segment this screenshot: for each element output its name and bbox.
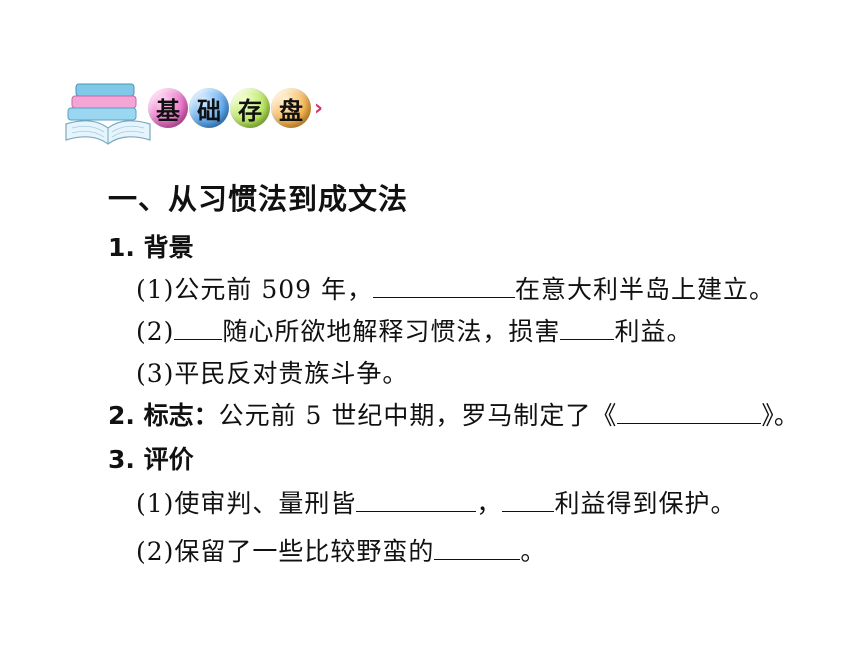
badge-pan: 盘 bbox=[271, 88, 311, 128]
evaluation-item-2: (2)保留了一些比较野蛮的 。 bbox=[136, 532, 546, 568]
fill-blank bbox=[174, 319, 223, 340]
fill-blank bbox=[560, 319, 615, 340]
background-item-2: (2) 随心所欲地解释习惯法，损害 利益。 bbox=[136, 312, 692, 348]
background-item-3: (3)平民反对贵族斗争。 bbox=[136, 359, 409, 388]
evaluation-item-1-post: 利益得到保护。 bbox=[554, 489, 737, 518]
section-header: 基 础 存 盘 › bbox=[62, 78, 342, 158]
evaluation-item-1: (1)使审判、量刑皆 ， 利益得到保护。 bbox=[136, 484, 736, 520]
fill-blank bbox=[502, 491, 555, 512]
badge-chu: 础 bbox=[189, 88, 229, 128]
fill-blank bbox=[356, 491, 477, 512]
mark-text-pre: 公元前 5 世纪中期，罗马制定了《 bbox=[218, 401, 618, 430]
mark-heading: 2. 标志： bbox=[108, 401, 219, 430]
fill-blank bbox=[434, 539, 521, 560]
fill-blank bbox=[617, 403, 762, 424]
evaluation-item-2-pre: (2)保留了一些比较野蛮的 bbox=[136, 537, 435, 566]
badge-cun: 存 bbox=[230, 88, 270, 128]
evaluation-heading: 3. 评价 bbox=[108, 445, 194, 474]
background-item-2-pre: (2) bbox=[136, 317, 175, 346]
background-item-1-pre: (1)公元前 509 年， bbox=[136, 275, 374, 304]
background-item-2-post: 利益。 bbox=[614, 317, 693, 346]
fill-blank bbox=[373, 277, 516, 298]
badge-ji: 基 bbox=[148, 88, 188, 128]
background-item-1-post: 在意大利半岛上建立。 bbox=[515, 275, 776, 304]
background-heading: 1. 背景 bbox=[108, 233, 194, 262]
evaluation-item-1-pre: (1)使审判、量刑皆 bbox=[136, 489, 357, 518]
mark-line: 2. 标志：公元前 5 世纪中期，罗马制定了《 》。 bbox=[108, 396, 799, 432]
section-title: 一、从习惯法到成文法 bbox=[108, 182, 409, 216]
mark-text-post: 》。 bbox=[761, 401, 799, 430]
books-icon bbox=[65, 83, 151, 145]
evaluation-item-2-post: 。 bbox=[520, 537, 547, 566]
background-item-1: (1)公元前 509 年， 在意大利半岛上建立。 bbox=[136, 270, 775, 306]
background-item-2-mid: 随心所欲地解释习惯法，损害 bbox=[222, 317, 561, 346]
evaluation-item-1-mid: ， bbox=[476, 489, 503, 518]
chevron-right-icon: › bbox=[314, 96, 324, 121]
